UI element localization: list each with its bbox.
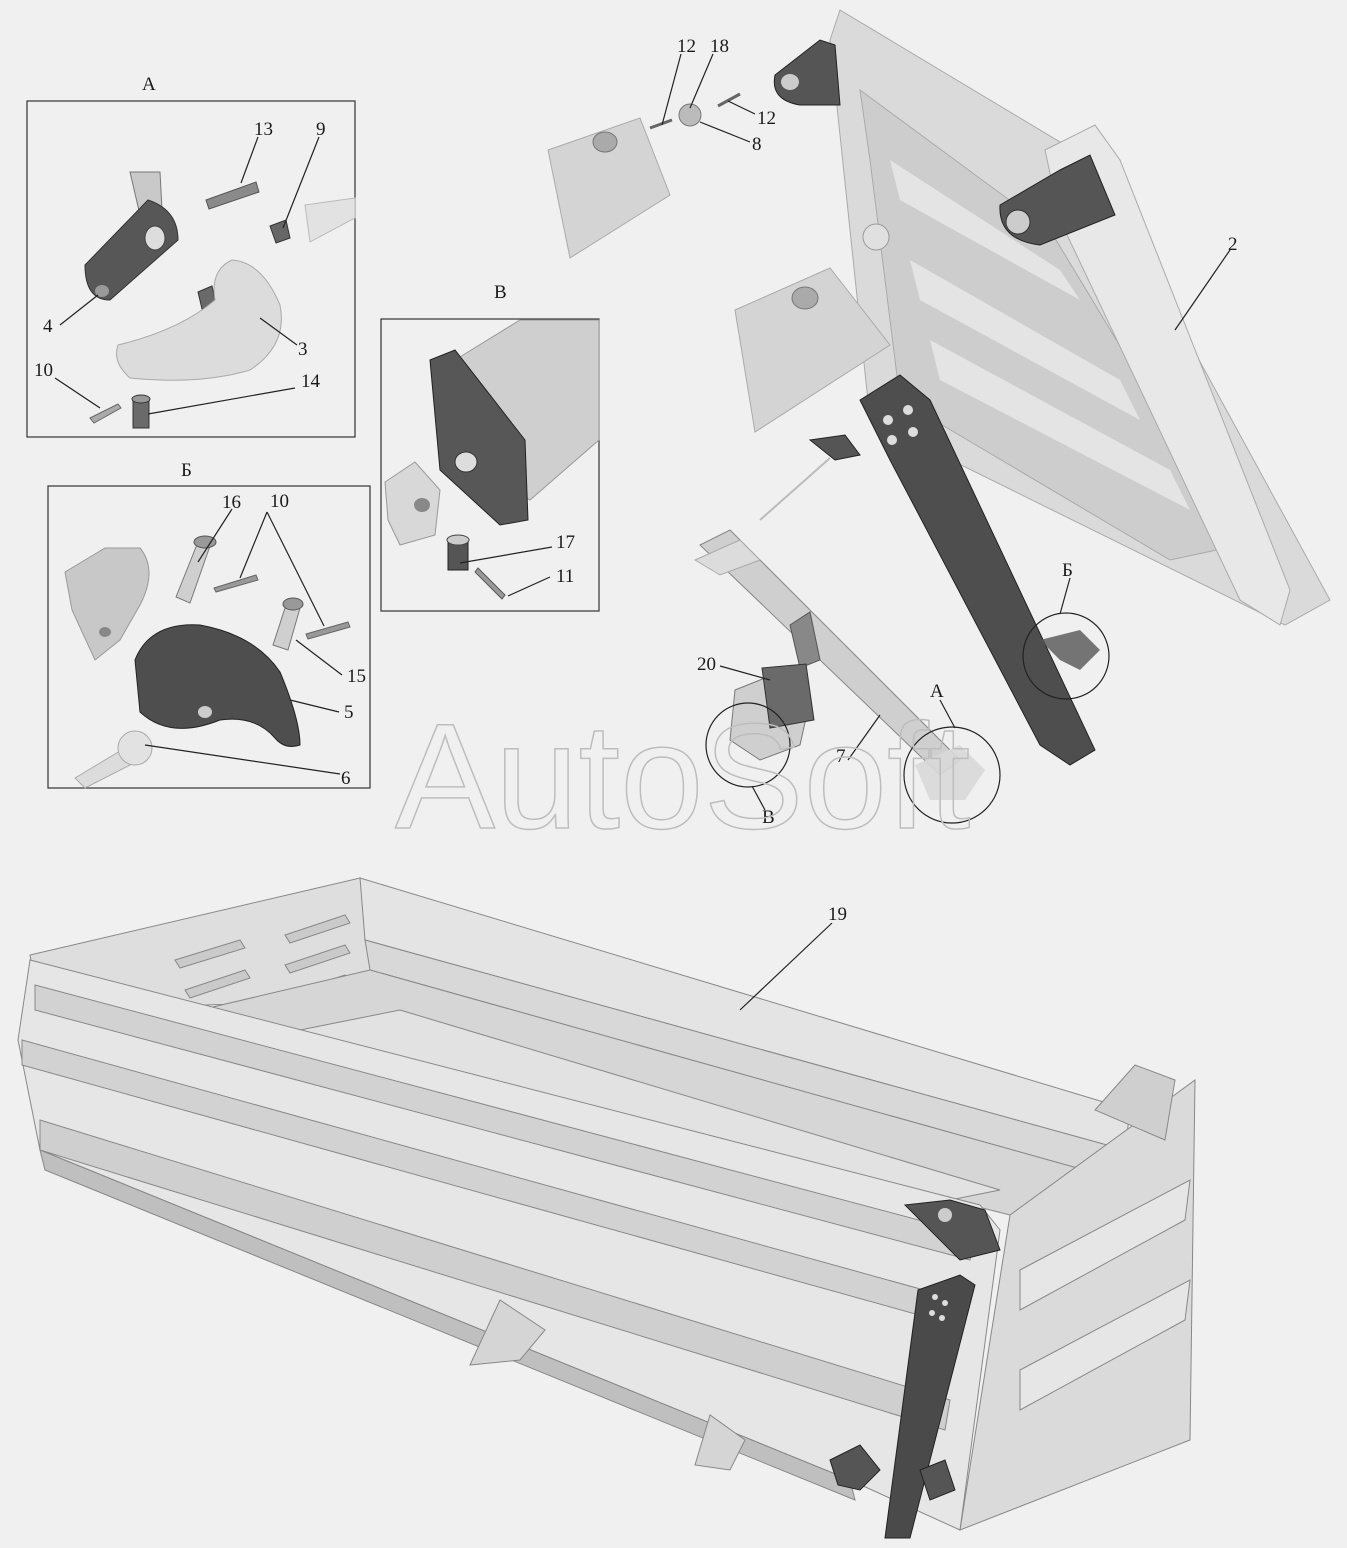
callout-circle-v	[705, 702, 791, 788]
callout-a-label: А	[930, 681, 944, 702]
label-7: 7	[836, 746, 846, 767]
label-10-b: 10	[270, 491, 289, 512]
detail-view-a-frame	[26, 100, 356, 438]
label-3: 3	[298, 339, 308, 360]
label-9: 9	[316, 119, 326, 140]
label-15: 15	[347, 666, 366, 687]
watermark: AutoSoft	[395, 692, 970, 860]
detail-view-a: А 13 9 4 3 10 14	[26, 74, 356, 438]
callout-b-label: Б	[1062, 560, 1073, 581]
detail-view-b-frame	[47, 485, 371, 789]
label-12-left: 12	[677, 36, 696, 57]
label-8: 8	[752, 134, 762, 155]
label-13: 13	[254, 119, 273, 140]
label-19: 19	[828, 904, 847, 925]
label-2: 2	[1228, 234, 1238, 255]
tailgate-assembly: 12 18 12 8 2 Б А 7 20 В	[547, 9, 1331, 828]
callout-v-label: В	[762, 807, 775, 828]
label-16: 16	[222, 492, 241, 513]
callout-circle-b	[1022, 612, 1110, 700]
detail-view-a-title: А	[142, 74, 156, 95]
label-10-a: 10	[34, 360, 53, 381]
detail-view-b: Б 16 10 15 5 6	[47, 460, 371, 789]
truck-body: 19	[17, 877, 1196, 1539]
label-11: 11	[556, 566, 574, 587]
label-4: 4	[43, 316, 53, 337]
label-14: 14	[301, 371, 321, 392]
detail-view-v: В 17 11	[380, 282, 600, 612]
label-6: 6	[341, 768, 351, 789]
label-18: 18	[710, 36, 729, 57]
callout-circle-a	[903, 726, 1001, 824]
detail-view-v-frame	[380, 318, 600, 612]
label-20: 20	[697, 654, 716, 675]
detail-view-b-title: Б	[181, 460, 192, 481]
label-12-right: 12	[757, 108, 776, 129]
label-5: 5	[344, 702, 354, 723]
label-17: 17	[556, 532, 575, 553]
detail-view-v-title: В	[494, 282, 507, 303]
